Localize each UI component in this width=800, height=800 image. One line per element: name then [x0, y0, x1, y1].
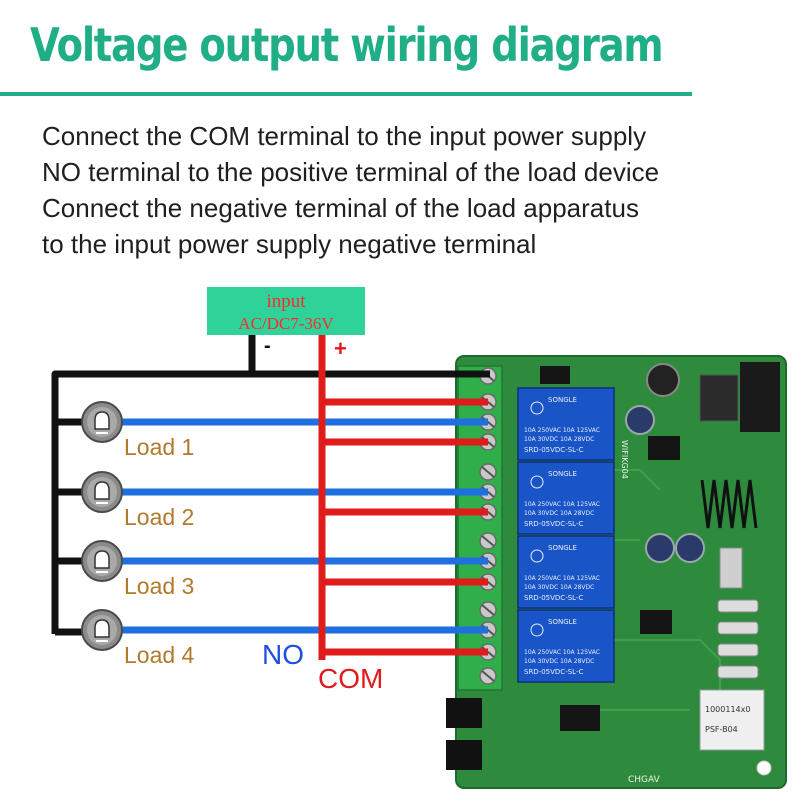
negative-mark: - [264, 335, 271, 357]
led [717, 599, 759, 613]
relay-rating: 10A 30VDC 10A 28VDC [524, 510, 594, 517]
led [717, 621, 759, 635]
positive-wire [318, 335, 488, 660]
relay-brand: SONGLE [548, 618, 577, 626]
terminal-screw [479, 667, 497, 685]
board-mark: CHGAV [628, 775, 661, 785]
terminal-screw [479, 532, 497, 550]
capacitor [625, 405, 655, 435]
terminal-screw [479, 601, 497, 619]
relay-brand: SONGLE [548, 396, 577, 404]
relay: SONGLE 10A 250VAC 10A 125VAC 10A 30VDC 10A… [517, 535, 615, 609]
relay-board: SONGLE 10A 250VAC 10A 125VAC 10A 30VDC 10A… [446, 300, 787, 789]
antenna-coil [700, 479, 758, 529]
module-mark: 1000114x0 [705, 705, 750, 714]
relay-model: SRD-05VDC-SL-C [524, 446, 583, 454]
title-underline [0, 92, 692, 96]
terminal-screw [479, 463, 497, 481]
relay: SONGLE 10A 250VAC 10A 125VAC 10A 30VDC 10A… [517, 609, 615, 683]
relay-rating: 10A 30VDC 10A 28VDC [524, 584, 594, 591]
relay-brand: SONGLE [548, 470, 577, 478]
description-line: to the input power supply negative termi… [42, 229, 537, 259]
load-label: Load 4 [124, 642, 195, 668]
relay-brand: SONGLE [548, 544, 577, 552]
load-label: Load 2 [124, 504, 194, 530]
load-bulb [81, 471, 123, 513]
capacitor [675, 533, 705, 563]
relay: SONGLE 10A 250VAC 10A 125VAC 10A 30VDC 10A… [517, 461, 615, 535]
relay-rating: 10A 250VAC 10A 125VAC [524, 649, 600, 656]
positive-mark: + [334, 336, 347, 361]
board-mark: WIFIKG04 [620, 440, 629, 479]
com-terminal-label: COM [318, 663, 383, 694]
description-line: NO terminal to the positive terminal of … [42, 157, 660, 187]
relay-model: SRD-05VDC-SL-C [524, 668, 583, 676]
load-label: Load 1 [124, 434, 194, 460]
push-button [446, 698, 482, 728]
input-power-box: input AC/DC7-36V [207, 287, 365, 335]
relay-rating: 10A 30VDC 10A 28VDC [524, 436, 594, 443]
relay-model: SRD-05VDC-SL-C [524, 594, 583, 602]
led [717, 665, 759, 679]
page-title: Voltage output wiring diagram [30, 18, 664, 72]
relay-rating: 10A 250VAC 10A 125VAC [524, 575, 600, 582]
voltage-regulator [740, 362, 780, 432]
description: Connect the COM terminal to the input po… [42, 118, 659, 262]
relay-model: SRD-05VDC-SL-C [524, 520, 583, 528]
input-label: input [266, 291, 306, 312]
input-voltage: AC/DC7-36V [238, 314, 334, 333]
crystal [719, 547, 743, 589]
push-button [446, 740, 482, 770]
load-bulb [81, 540, 123, 582]
terminal-block [457, 365, 503, 691]
description-line: Connect the negative terminal of the loa… [42, 193, 639, 223]
load-label: Load 3 [124, 573, 194, 599]
relay: SONGLE 10A 250VAC 10A 125VAC 10A 30VDC 10A… [517, 387, 615, 461]
relay-rating: 10A 250VAC 10A 125VAC [524, 427, 600, 434]
relay-rating: 10A 30VDC 10A 28VDC [524, 658, 594, 665]
module-mark: PSF-B04 [705, 725, 738, 734]
capacitor [646, 363, 680, 397]
capacitor [645, 533, 675, 563]
no-terminal-label: NO [262, 639, 304, 670]
relay-rating: 10A 250VAC 10A 125VAC [524, 501, 600, 508]
relays: SONGLE 10A 250VAC 10A 125VAC 10A 30VDC 10A… [517, 387, 615, 683]
load-bulb [81, 609, 123, 651]
loads: Load 1 Load 2 Load 3 Load 4 [81, 401, 195, 668]
led [717, 643, 759, 657]
load-wires [112, 418, 488, 634]
load-bulb [81, 401, 123, 443]
wifi-module [699, 689, 765, 751]
description-line: Connect the COM terminal to the input po… [42, 121, 647, 151]
